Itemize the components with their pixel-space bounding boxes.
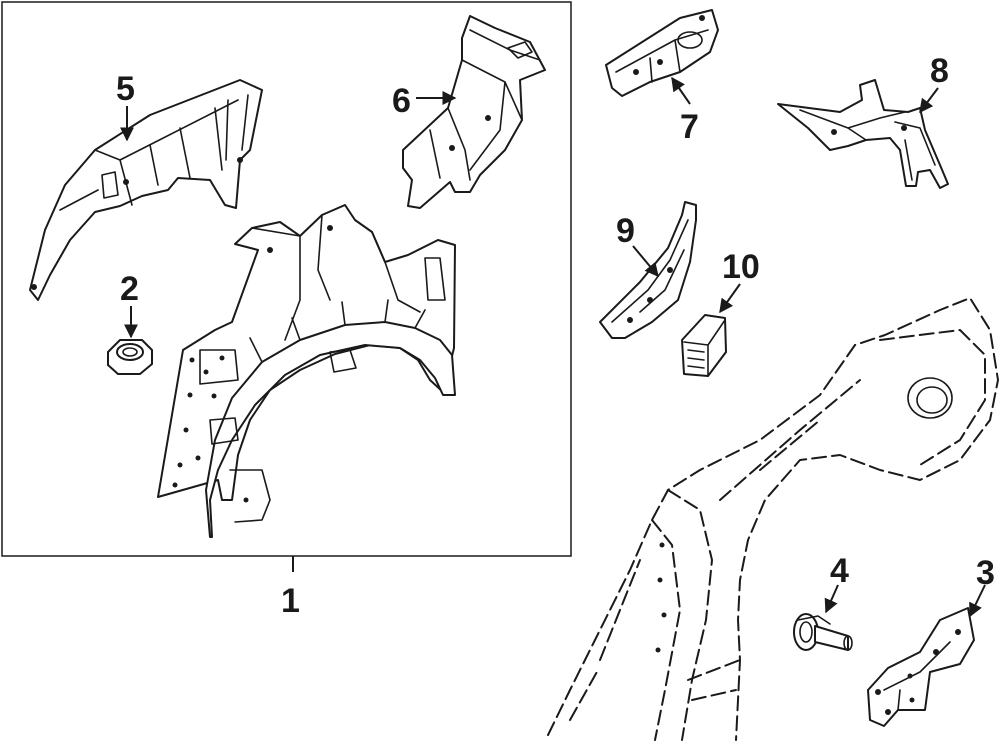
part-6-pillar-extension[interactable] <box>402 15 546 209</box>
callout-10: 10 <box>722 248 760 286</box>
part-9-gusset[interactable] <box>599 201 697 339</box>
assembly-box <box>1 1 572 557</box>
callout-9: 9 <box>616 212 635 250</box>
part-4-clip[interactable] <box>793 613 853 651</box>
part-5-wheelhouse-reinforcement[interactable] <box>29 79 263 301</box>
callout-6: 6 <box>392 82 411 120</box>
callout-4-leader <box>824 584 839 614</box>
quarter-panel-outline <box>547 297 999 741</box>
callout-7: 7 <box>680 108 699 146</box>
callout-3: 3 <box>976 554 995 592</box>
part-2-nut[interactable] <box>107 339 153 375</box>
part-1-inner-wheelhouse[interactable] <box>157 204 456 538</box>
callout-3-leader <box>969 584 986 618</box>
part-10-insulator[interactable] <box>681 314 727 377</box>
callout-8-leader <box>919 87 939 114</box>
callout-4: 4 <box>830 552 849 590</box>
callout-1: 1 <box>281 582 300 620</box>
callout-5: 5 <box>116 70 135 108</box>
callout-8: 8 <box>930 52 949 90</box>
callout-2: 2 <box>120 270 139 308</box>
part-8-extension-rail[interactable] <box>777 79 949 189</box>
part-7-bracket[interactable] <box>605 9 719 97</box>
callout-10-leader <box>719 283 741 314</box>
callout-9-leader <box>632 245 659 278</box>
callout-7-leader <box>671 76 691 105</box>
part-3-plate[interactable] <box>867 607 975 727</box>
